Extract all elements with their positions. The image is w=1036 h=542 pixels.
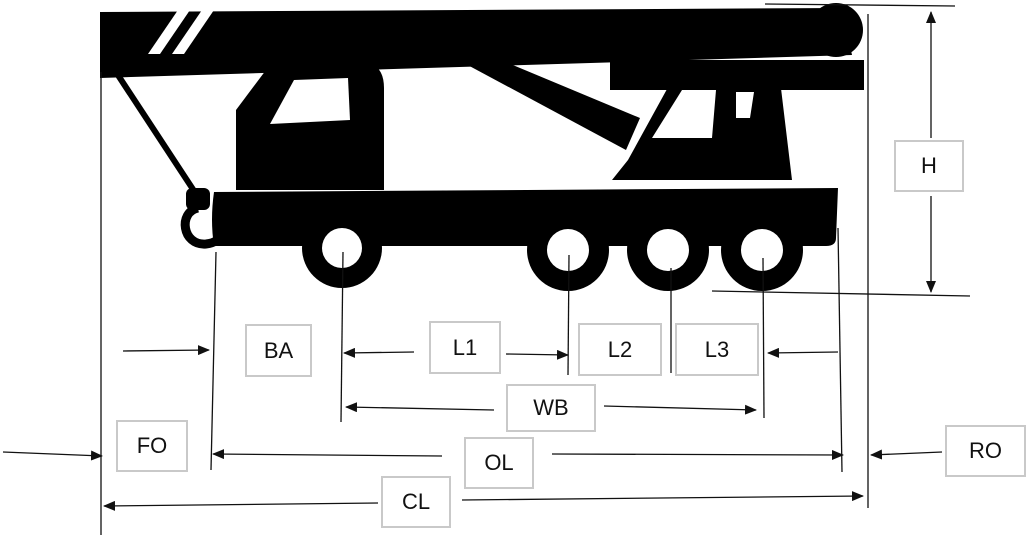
l1-arrow-right — [505, 349, 569, 360]
cab-window — [270, 78, 350, 124]
cl-arrow-left — [103, 500, 379, 511]
label-h: H — [894, 140, 964, 192]
label-ro: RO — [945, 425, 1026, 477]
top-reference-line — [764, 3, 956, 7]
operator-cab-window — [652, 90, 716, 138]
label-ol: OL — [464, 437, 534, 489]
ground-reference-line — [711, 290, 971, 297]
ba-arrow — [122, 345, 210, 356]
ol-arrow-right — [551, 449, 844, 460]
fo-arrow — [2, 450, 103, 461]
label-fo: FO — [116, 420, 188, 472]
luffing-cylinder — [462, 58, 640, 150]
crane-truck-silhouette — [100, 3, 864, 291]
label-l2: L2 — [578, 323, 662, 376]
label-l1: L1 — [429, 321, 501, 374]
bumper-line — [210, 251, 217, 471]
wb-arrow-right — [603, 404, 757, 415]
operator-cab-side-window — [736, 92, 754, 118]
label-ba: BA — [245, 324, 312, 377]
l3-arrow — [767, 347, 839, 358]
ol-arrow-left — [212, 449, 443, 460]
rear-axle-3-line — [762, 257, 765, 419]
boom-lattice-gaps — [148, 10, 214, 54]
wb-arrow-left — [345, 402, 495, 413]
front-axle-line — [340, 251, 344, 423]
dimension-arrows — [2, 11, 943, 511]
hook-block — [186, 188, 210, 210]
l1-arrow-left — [343, 347, 415, 358]
label-wb: WB — [506, 384, 596, 432]
rear-body-line — [837, 227, 843, 473]
label-l3: L3 — [675, 323, 759, 376]
extension-lines — [100, 3, 971, 535]
cl-arrow-right — [461, 491, 864, 502]
wheels — [302, 208, 803, 291]
label-cl: CL — [381, 476, 451, 528]
hoist-cable — [109, 64, 203, 202]
boom-tip-sheave — [809, 3, 863, 57]
ro-arrow — [870, 449, 943, 460]
